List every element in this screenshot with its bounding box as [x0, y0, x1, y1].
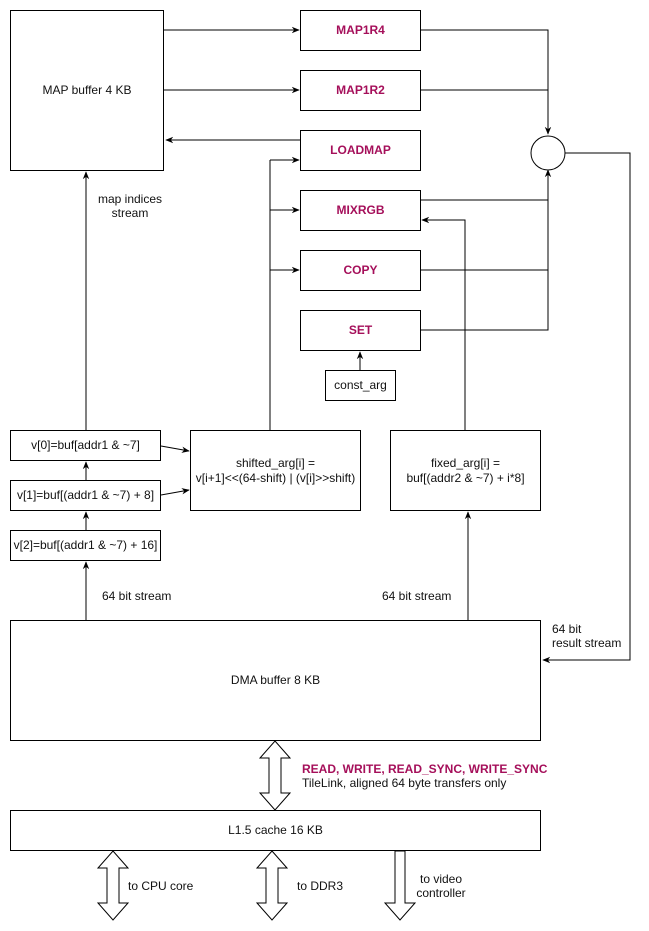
to-ddr3-label: to DDR3	[297, 879, 344, 893]
dma-buffer: DMA buffer 8 KB	[10, 620, 541, 741]
arrow-v0-to-shifted	[160, 445, 190, 453]
v2-box: v[2]=buf[(addr1 & ~7) + 16]	[10, 530, 161, 561]
const-arg: const_arg	[325, 370, 396, 401]
shifted-arg-box: shifted_arg[i] = v[i+1]<<(64-shift) | (v…	[190, 430, 361, 511]
l15-cache: L1.5 cache 16 KB	[10, 810, 541, 851]
bus-desc-label: TileLink, aligned 64 byte transfers only	[302, 776, 507, 790]
arrow-v1-to-shifted	[160, 488, 190, 496]
bus-description: READ, WRITE, READ_SYNC, WRITE_SYNC TileL…	[302, 762, 547, 790]
down-arrow-video	[383, 850, 417, 921]
combiner-node	[530, 135, 566, 171]
v0-box: v[0]=buf[addr1 & ~7]	[10, 430, 161, 461]
wire-set-out	[420, 169, 552, 331]
op-loadmap: LOADMAP	[300, 130, 421, 171]
op-map1r2: MAP1R2	[300, 70, 421, 111]
to-cpu-label: to CPU core	[128, 879, 194, 893]
double-arrow-dma-l15	[258, 740, 292, 811]
arrow-fixed-to-mixrgb	[421, 216, 466, 430]
map-buffer: MAP buffer 4 KB	[10, 10, 164, 171]
arrow-result-stream	[542, 152, 631, 664]
op-mixrgb: MIXRGB	[300, 190, 421, 231]
double-arrow-cpu	[96, 850, 130, 921]
stream-label-left: 64 bit stream	[102, 589, 172, 603]
to-video-label: to video controller	[416, 872, 466, 900]
v1-box: v[1]=buf[(addr1 & ~7) + 8]	[10, 480, 161, 511]
bus-ops-label: READ, WRITE, READ_SYNC, WRITE_SYNC	[302, 762, 548, 776]
wire-map1r4-out	[420, 29, 552, 135]
op-copy: COPY	[300, 250, 421, 291]
stream-label-right: 64 bit stream	[382, 589, 452, 603]
map-buffer-label: MAP buffer 4 KB	[42, 83, 132, 97]
map-indices-stream-label: map indices stream	[97, 192, 163, 220]
fixed-arg-box: fixed_arg[i] = buf[(addr2 & ~7) + i*8]	[390, 430, 541, 511]
double-arrow-ddr3	[255, 850, 289, 921]
op-map1r4: MAP1R4	[300, 10, 421, 51]
op-set: SET	[300, 310, 421, 351]
result-stream-label: 64 bit result stream	[552, 622, 622, 650]
